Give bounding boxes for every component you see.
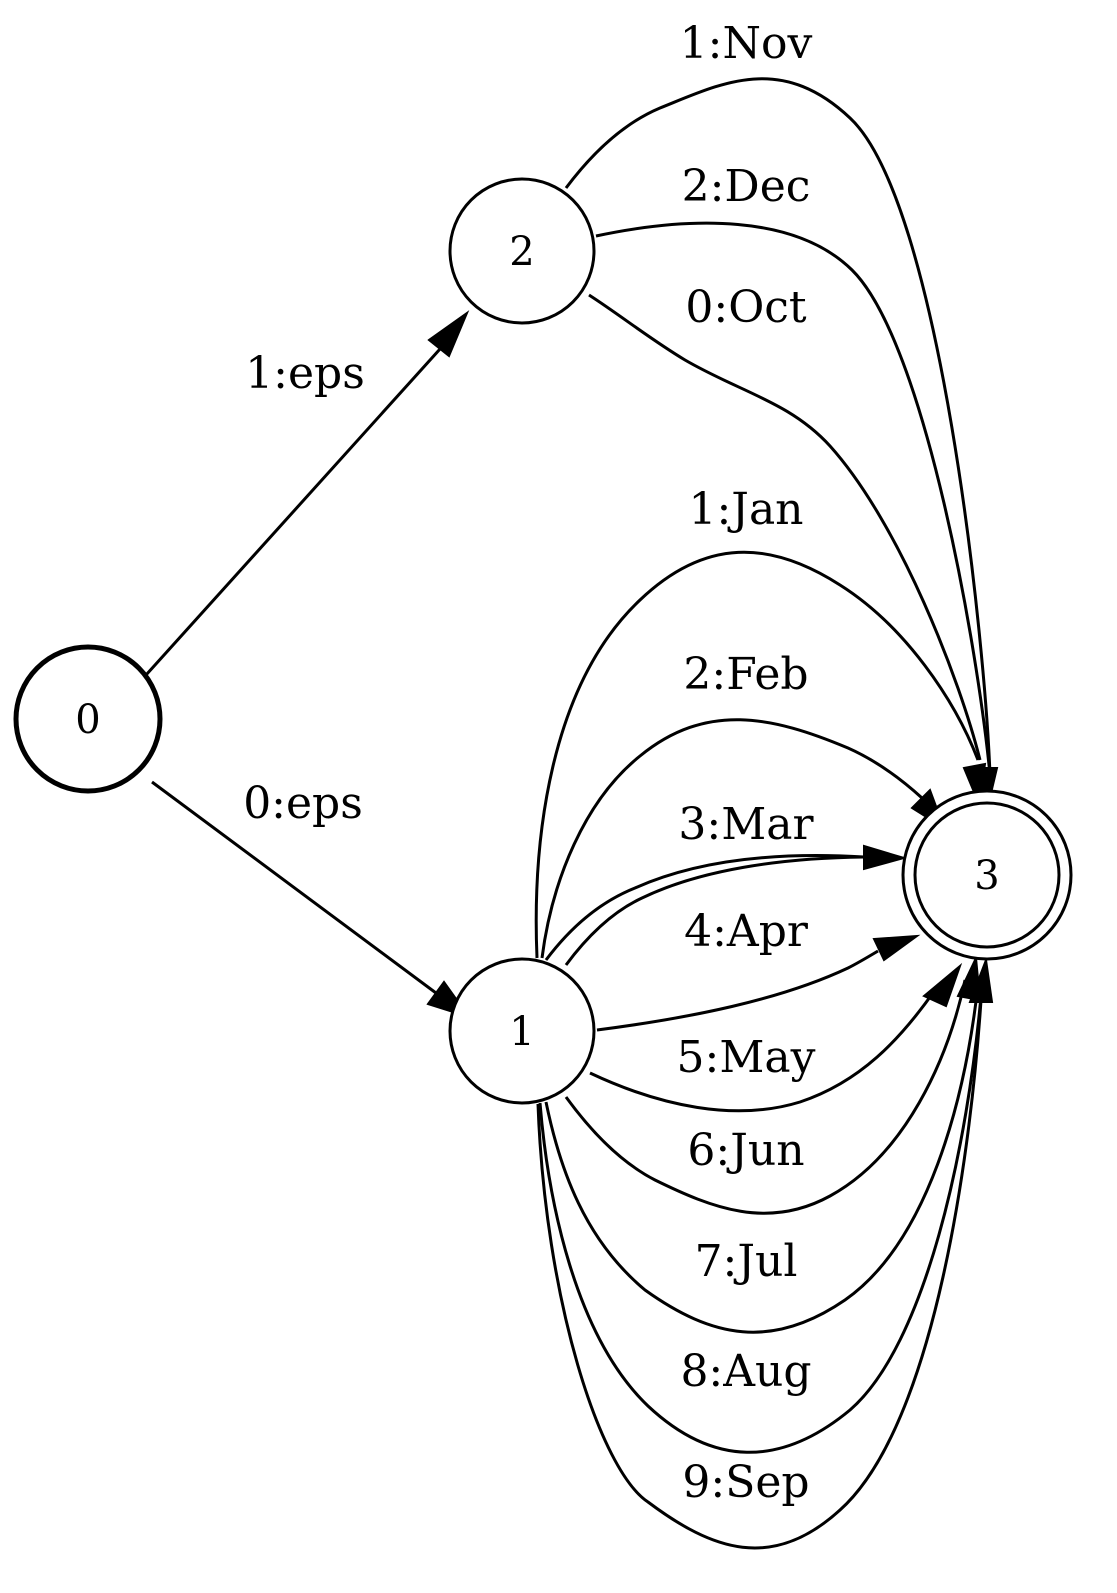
state-1: 1 bbox=[448, 957, 596, 1105]
edge-1-3-may bbox=[589, 989, 937, 1113]
label-feb: 2:Feb bbox=[683, 649, 808, 700]
svg-text:0:eps: 0:eps bbox=[243, 778, 363, 829]
state-3-final: 3 bbox=[901, 789, 1073, 961]
state-0: 0 bbox=[13, 644, 163, 794]
label-apr: 4:Apr bbox=[684, 906, 809, 957]
label-mar: 3:Mar bbox=[678, 799, 814, 850]
edge-1-3-jul bbox=[544, 984, 980, 1334]
edge-1-3-mar bbox=[544, 854, 865, 961]
label-oct: 0:Oct bbox=[685, 282, 807, 333]
label-jun: 6:Jun bbox=[687, 1125, 804, 1176]
edge-2-3-dec bbox=[595, 221, 992, 776]
label-dec: 2:Dec bbox=[682, 161, 811, 212]
states: 0 2 1 3 bbox=[13, 177, 1073, 1105]
edge-1-3-feb bbox=[540, 718, 924, 959]
label-jul: 7:Jul bbox=[695, 1236, 798, 1287]
svg-text:1:eps: 1:eps bbox=[245, 348, 365, 399]
svg-text:0: 0 bbox=[75, 697, 100, 743]
edge-1-3-sep bbox=[536, 984, 984, 1550]
edge-1-3-aug bbox=[538, 984, 984, 1454]
label-sep: 9:Sep bbox=[682, 1457, 809, 1508]
label-jan: 1:Jan bbox=[688, 484, 803, 535]
label-may: 5:May bbox=[677, 1032, 816, 1083]
edge-1-3-jun bbox=[564, 979, 967, 1215]
svg-text:1: 1 bbox=[509, 1009, 534, 1055]
edge-0-1-eps: 0:eps bbox=[151, 778, 472, 1019]
edge-1-3-jan bbox=[534, 550, 980, 959]
svg-text:3: 3 bbox=[974, 853, 999, 899]
edge-0-2-eps: 1:eps bbox=[144, 310, 470, 677]
label-aug: 8:Aug bbox=[680, 1346, 811, 1397]
edge-1-3-apr bbox=[564, 855, 879, 1032]
state-2: 2 bbox=[448, 177, 596, 325]
edge-2-3-nov bbox=[564, 77, 992, 776]
edge-2-3-oct bbox=[588, 293, 982, 761]
edges: 1:eps 0:eps bbox=[144, 18, 999, 1550]
svg-text:2: 2 bbox=[509, 229, 534, 275]
label-nov: 1:Nov bbox=[680, 18, 813, 69]
